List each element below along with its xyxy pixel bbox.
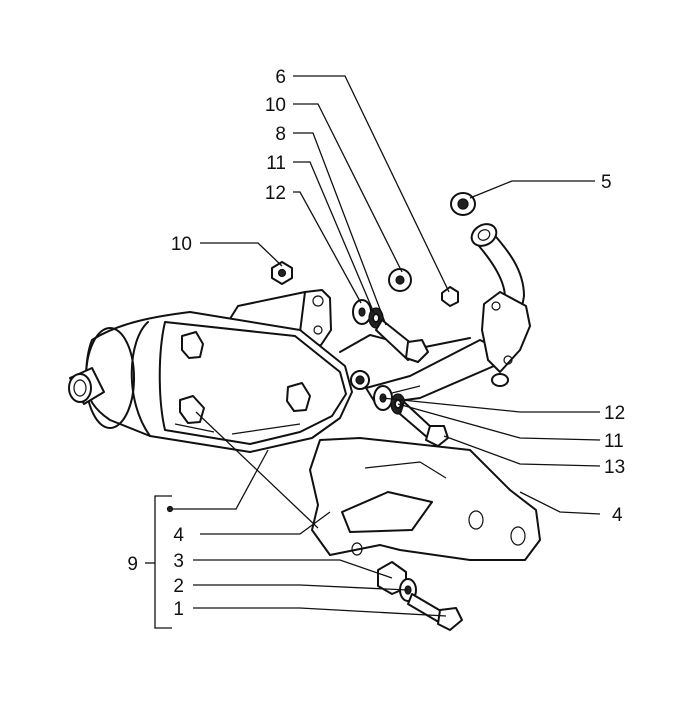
callout-12-top: 12 [265,183,286,204]
callout-13: 13 [604,457,625,478]
callout-4-right: 4 [612,505,623,526]
washer-5 [450,192,476,216]
exhaust-pipe [470,223,531,387]
callout-8: 8 [275,124,286,145]
callout-labels: 6 10 8 11 12 10 5 12 11 13 4 9 4 3 2 1 [127,67,625,620]
callout-3: 3 [173,551,184,572]
lower-bracket [309,437,541,561]
callout-10-top: 10 [265,95,286,116]
callout-9: 9 [127,554,138,575]
muffler-body [68,311,370,453]
callout-4-left: 4 [173,525,184,546]
upper-fastener-stack [352,268,459,363]
callout-5: 5 [601,172,612,193]
callout-2: 2 [173,576,184,597]
callout-11-right: 11 [604,431,624,452]
callout-6: 6 [275,67,286,88]
callout-12-right: 12 [604,403,625,424]
leader-lines [145,75,601,629]
lower-fastener-stack [373,385,449,447]
nut-10-left [271,261,293,285]
bottom-fastener-stack [377,561,463,631]
callout-10-left: 10 [171,234,192,255]
callout-11-top: 11 [266,153,286,174]
callout-1: 1 [173,599,184,620]
